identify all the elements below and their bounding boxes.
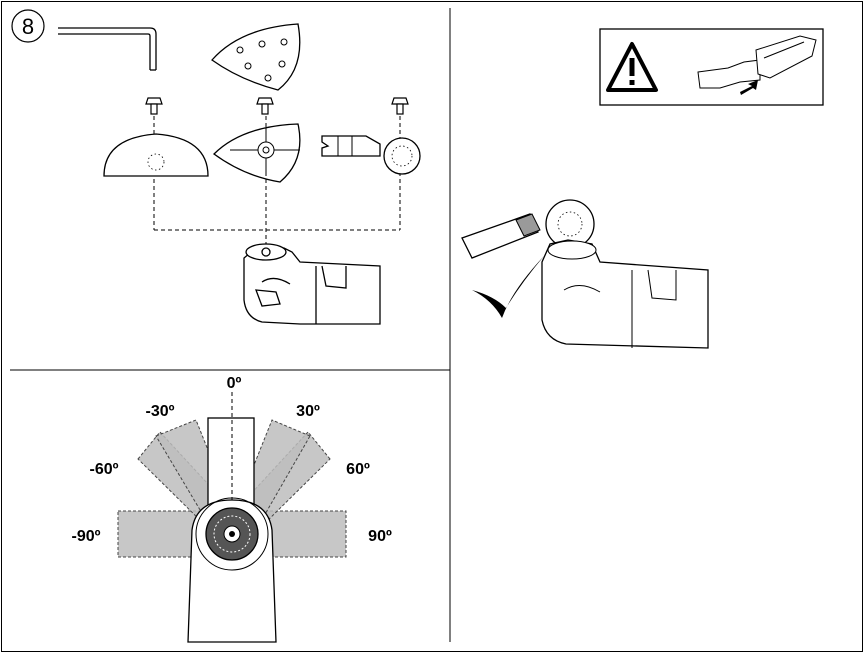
step-number-badge: 8 bbox=[12, 10, 44, 42]
plunge-cut-blade-icon bbox=[322, 136, 420, 174]
step-number: 8 bbox=[22, 14, 34, 39]
checkmark-icon bbox=[472, 256, 544, 318]
angle-positions-diagram bbox=[118, 392, 346, 642]
angle-label-neg60: -60º bbox=[90, 461, 119, 478]
warning-notice bbox=[600, 29, 823, 105]
angle-label-neg30: -30º bbox=[146, 403, 175, 420]
sanding-pad-icon bbox=[214, 124, 300, 182]
screw-icon-left bbox=[146, 98, 162, 114]
multitool-head-icon bbox=[244, 244, 380, 324]
hex-key-icon bbox=[58, 28, 156, 70]
angle-label-pos90: 90º bbox=[368, 528, 392, 545]
sanding-sheet-icon bbox=[212, 24, 300, 90]
segment-saw-blade-icon bbox=[104, 134, 208, 176]
screw-icon-right bbox=[392, 98, 408, 114]
angle-label-pos30: 30º bbox=[296, 403, 320, 420]
angle-label-pos60: 60º bbox=[346, 461, 370, 478]
screw-icon-middle bbox=[257, 98, 273, 114]
angle-label-neg90: -90º bbox=[72, 528, 101, 545]
angle-label-0: 0º bbox=[227, 375, 242, 392]
mounted-blade-illustration bbox=[462, 200, 708, 348]
